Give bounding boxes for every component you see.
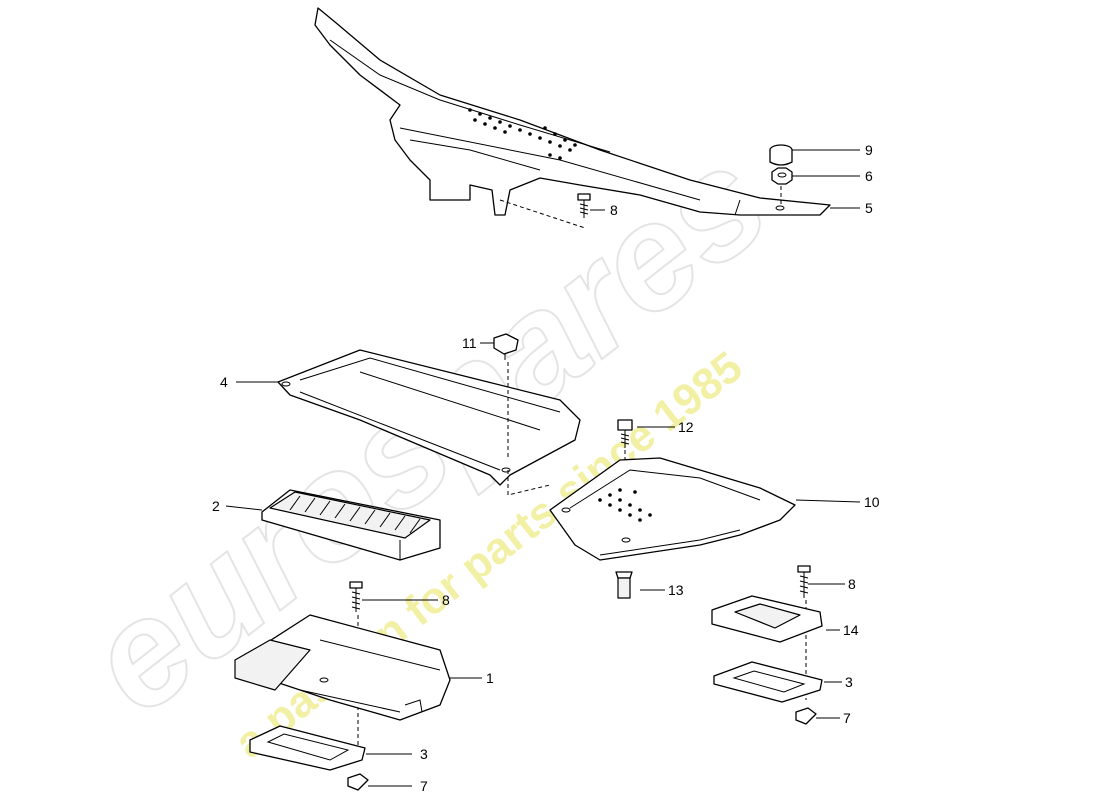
callout-1: 1 bbox=[486, 670, 494, 686]
part-8-screw-left bbox=[349, 581, 363, 612]
callout-2: 2 bbox=[212, 498, 220, 514]
part-9-cap bbox=[769, 144, 793, 166]
callout-8: 8 bbox=[610, 202, 618, 218]
part-5-cowl-panel bbox=[314, 7, 831, 229]
callout-8: 8 bbox=[442, 592, 450, 608]
part-6-nut bbox=[771, 167, 793, 185]
callout-13: 13 bbox=[668, 582, 684, 598]
callout-14: 14 bbox=[843, 622, 859, 638]
part-8-screw-right bbox=[797, 565, 811, 598]
callout-8: 8 bbox=[848, 576, 856, 592]
leader-lines bbox=[225, 149, 861, 787]
part-13-plug bbox=[615, 571, 633, 599]
callout-3: 3 bbox=[420, 746, 428, 762]
part-14-cover-plate bbox=[711, 595, 823, 643]
callout-7: 7 bbox=[420, 778, 428, 794]
callout-labels: 9 6 5 8 11 4 12 10 2 13 8 8 14 1 3 7 3 7 bbox=[212, 142, 880, 794]
callout-11: 11 bbox=[462, 335, 477, 351]
part-3-gasket-right bbox=[713, 661, 823, 703]
callout-4: 4 bbox=[220, 374, 228, 390]
part-4-tray-cover bbox=[277, 349, 581, 496]
callout-5: 5 bbox=[865, 200, 873, 216]
callout-12: 12 bbox=[678, 419, 694, 435]
part-3-gasket-left bbox=[249, 725, 366, 771]
vent-perforations bbox=[468, 108, 577, 160]
part-1-housing bbox=[234, 614, 451, 721]
callout-7: 7 bbox=[843, 710, 851, 726]
part-2-filter bbox=[261, 489, 441, 561]
part-12-bolt bbox=[617, 419, 633, 448]
panel-perforations bbox=[598, 488, 652, 522]
part-10-underbody-panel bbox=[549, 457, 796, 561]
part-11-clip bbox=[493, 333, 519, 360]
part-8-screw-top bbox=[577, 193, 591, 218]
callout-10: 10 bbox=[864, 494, 880, 510]
callout-3: 3 bbox=[845, 674, 853, 690]
callout-9: 9 bbox=[865, 142, 873, 158]
callout-6: 6 bbox=[865, 168, 873, 184]
part-7-clip-right bbox=[795, 707, 817, 725]
part-7-clip-left bbox=[347, 773, 369, 791]
